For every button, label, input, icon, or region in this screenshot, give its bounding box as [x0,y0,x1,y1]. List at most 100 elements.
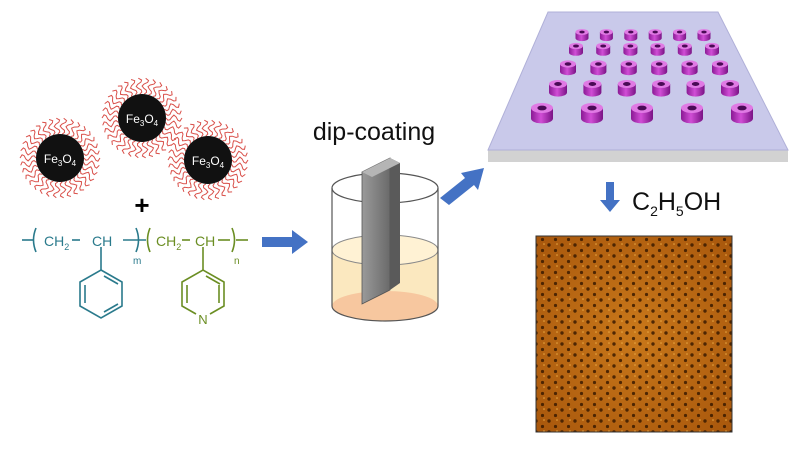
ligand-chain [59,117,68,135]
pyridine-ring [181,269,225,315]
ligand-chain [141,141,149,159]
ligand-chain [231,150,248,158]
ligand-chain [83,160,100,169]
ligand-chain [83,154,101,162]
ligand-chain [207,119,216,137]
pillar [590,60,607,76]
pyridine-ch2-label: CH2 [156,233,181,252]
ligand-chain [221,179,233,193]
pillar [721,79,739,97]
ligand-chain [104,124,120,133]
ligand-chain [80,136,95,147]
ligand-chain [74,125,86,140]
ligand-chain [20,147,37,156]
ligand-chain [53,117,61,135]
ethanol-label: C2H5OH [632,188,721,219]
ligand-chain [45,180,55,197]
ligand-chain [42,121,51,137]
ligand-chain [165,114,183,122]
ligand-chain [170,142,187,152]
ligand-chain [173,136,189,148]
nanoparticle-top: Fe3O4 [101,77,183,159]
fe3o4-label: Fe3O4 [44,152,77,168]
ligand-chain [147,79,157,96]
ligand-chain [165,120,182,129]
ligand-chain [29,173,43,185]
afm-image [535,235,733,433]
ligand-chain [34,176,46,191]
pillar-array [531,29,753,124]
ligand-chain [104,100,121,110]
vinylpyridine-block [146,227,248,315]
ligand-chain [168,162,185,170]
bracket-left-styrene [32,227,37,253]
ligand-chain [227,172,243,184]
beaker-bottom [332,291,438,321]
dip-coating-label: dip-coating [313,118,435,146]
ligand-chain [52,181,61,199]
pyridine-nitrogen-label: N [198,312,207,327]
ligand-chain [35,125,47,139]
fe3o4-label: Fe3O4 [192,154,225,170]
ligand-chain [64,180,73,197]
ligand-chain [19,154,37,162]
ligand-chain [183,127,195,141]
ligand-chain [65,119,75,136]
fe3o4-label: Fe3O4 [126,112,159,128]
pillar [697,29,711,42]
nanoparticle-core [118,94,166,142]
substrate-top [487,11,789,151]
ligand-chain [112,89,125,102]
ligand-chain [159,91,173,103]
ligand-chain [207,183,215,201]
bracket-left-pyridine [146,227,151,253]
ligand-chain [165,108,182,116]
ligand-chain [81,166,98,176]
pillar [549,79,567,97]
ligand-chain [170,166,186,175]
ligand-chain [225,133,239,145]
ligand-chain [230,145,246,154]
ligand-chain [82,143,98,152]
ligand-chain [20,160,37,168]
pillar [560,60,576,76]
ligand-chain [161,130,177,142]
ligand-chain [30,129,43,142]
nanoparticle-right: Fe3O4 [167,119,249,201]
ligand-chain [121,139,132,155]
pillar [531,103,553,124]
ligand-chain [107,94,123,106]
ligand-chain [152,81,163,97]
ligand-chain [70,121,81,137]
ps-b-p4vp-structure: CH2 CH m CH2 CH n N [22,227,248,327]
pillar [651,60,668,76]
ligand-chain [182,178,194,193]
pillar [624,29,638,42]
ligand-chain [101,114,119,122]
styrene-ch2-label: CH2 [44,233,69,252]
ligand-chain [129,79,138,96]
ligand-chain [173,171,188,182]
pillar [648,29,662,42]
ligand-chain [79,170,95,182]
ligand-chain [222,127,234,142]
ligand-chain [213,121,223,138]
pillar [681,103,703,124]
bracket-right-pyridine [231,227,236,253]
ligand-chain [77,174,90,187]
pillar [712,60,728,76]
ligand-chain [59,181,67,199]
ligand-chain [190,123,199,139]
ligand-chain [156,85,168,100]
ligand-chain [107,129,122,140]
pillar [673,29,687,42]
pillar [677,42,692,56]
nanoparticle-core [184,136,232,184]
substrate-side [488,150,788,162]
ligand-chain [231,156,249,164]
arrow-to-dipcoating [262,230,308,254]
pillar [686,79,705,97]
pillar [652,79,671,97]
pillar [599,29,613,42]
